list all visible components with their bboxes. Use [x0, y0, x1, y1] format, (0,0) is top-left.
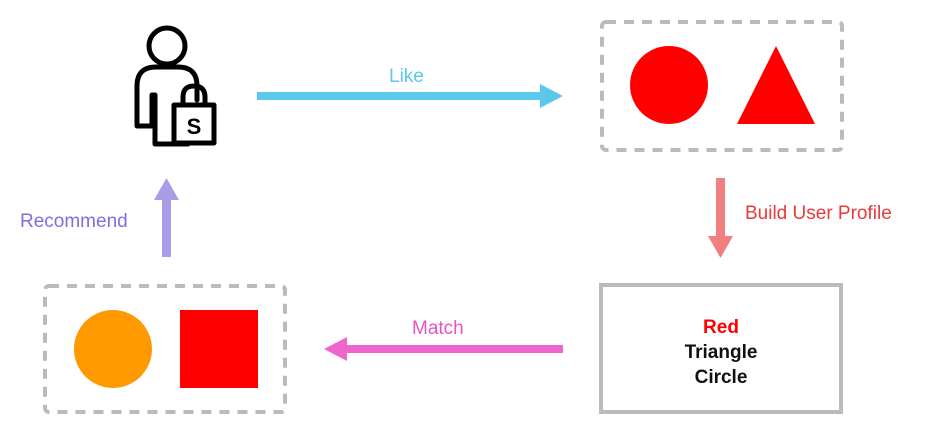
match-arrow	[324, 337, 563, 361]
recommend-arrow	[154, 178, 179, 257]
match-label: Match	[412, 318, 464, 339]
orange-circle-shape	[74, 310, 152, 388]
red-circle-shape	[630, 46, 708, 124]
shopper-with-bag-icon	[134, 25, 217, 147]
user-profile-text: Red Triangle Circle	[601, 315, 841, 390]
recommend-label: Recommend	[20, 211, 128, 232]
profile-attribute-triangle: Triangle	[684, 342, 758, 363]
like-arrow	[257, 84, 563, 108]
profile-attribute-red: Red	[703, 317, 739, 338]
recommended-items-box	[43, 284, 287, 414]
build-user-profile-label: Build User Profile	[745, 203, 892, 224]
bag-symbol: S	[187, 114, 202, 139]
user-profile-box	[599, 283, 843, 414]
profile-attribute-circle: Circle	[694, 367, 748, 388]
liked-items-box	[600, 20, 844, 152]
red-square-shape	[180, 310, 258, 388]
like-label: Like	[389, 66, 424, 87]
build-profile-arrow	[708, 178, 733, 258]
red-triangle-shape	[737, 46, 815, 124]
